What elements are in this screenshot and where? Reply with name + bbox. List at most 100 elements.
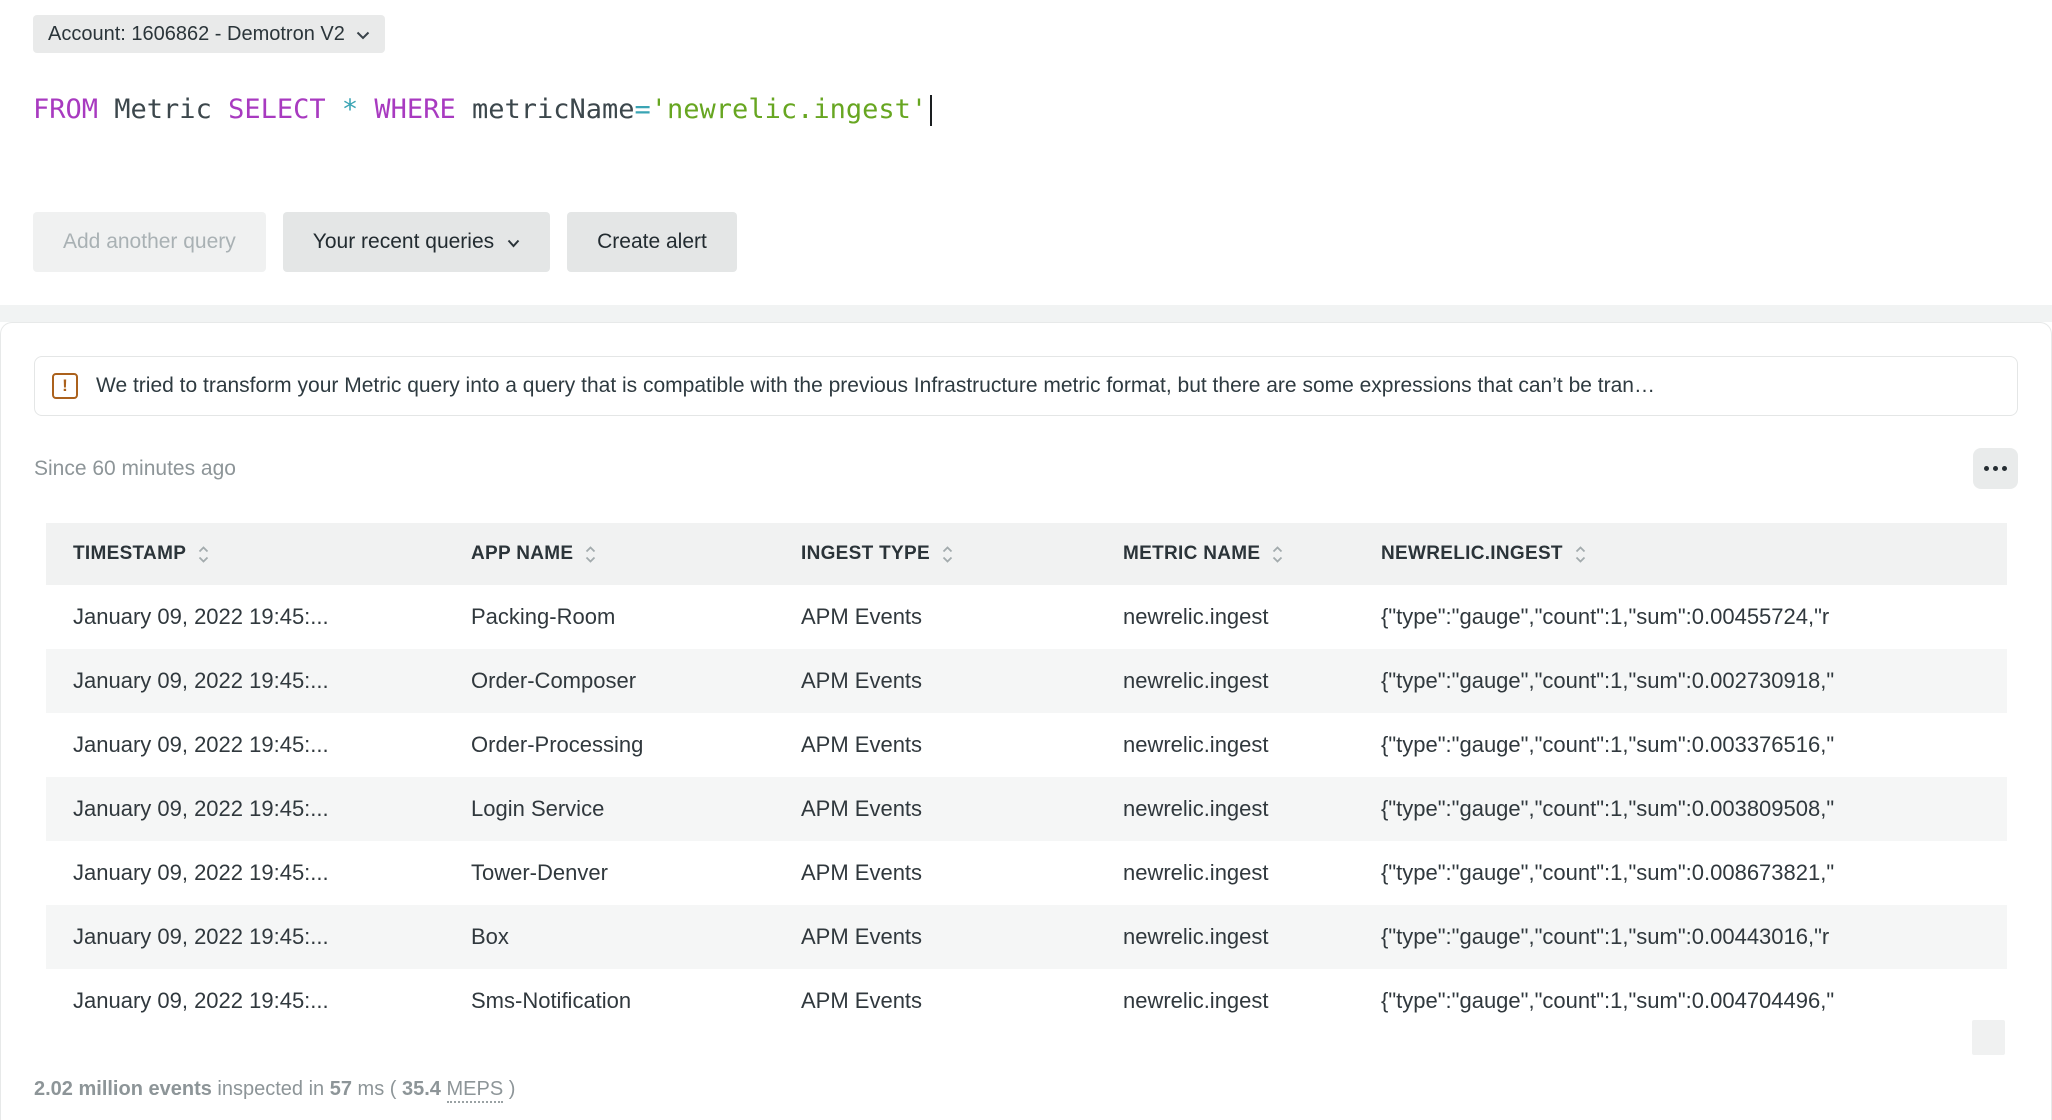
results-meta-row: Since 60 minutes ago: [34, 448, 2018, 489]
table-cell: January 09, 2022 19:45:...: [73, 604, 329, 629]
table-cell: January 09, 2022 19:45:...: [73, 732, 329, 757]
table-row[interactable]: January 09, 2022 19:45:... Box APM Events n…: [46, 905, 2007, 969]
table-cell: Order-Composer: [471, 668, 637, 693]
create-alert-button[interactable]: Create alert: [567, 212, 737, 272]
table-cell: newrelic.ingest: [1123, 988, 1269, 1013]
ellipsis-icon: [2002, 466, 2007, 471]
column-label: APP NAME: [471, 543, 574, 564]
table-cell: APM Events: [801, 796, 923, 821]
table-cell: APM Events: [801, 988, 923, 1013]
section-divider: [0, 305, 2052, 322]
ellipsis-icon: [1993, 466, 1998, 471]
table-cell: {"type":"gauge","count":1,"sum":0.008673…: [1381, 860, 1835, 885]
query-token-keyword: WHERE: [374, 94, 456, 125]
chevron-down-icon: [507, 230, 520, 254]
query-token-plain: [358, 94, 374, 125]
table-cell: newrelic.ingest: [1123, 796, 1269, 821]
table-cell: APM Events: [801, 860, 923, 885]
table-cell: {"type":"gauge","count":1,"sum":0.004430…: [1381, 924, 1830, 949]
more-options-button[interactable]: [1973, 448, 2018, 489]
table-cell: {"type":"gauge","count":1,"sum":0.004557…: [1381, 604, 1830, 629]
query-token-plain: [326, 94, 342, 125]
query-actions: Add another query Your recent queries Cr…: [33, 212, 2019, 272]
inspected-text: inspected in: [217, 1078, 325, 1100]
column-header-timestamp[interactable]: TIMESTAMP: [46, 543, 444, 565]
table-cell: January 09, 2022 19:45:...: [73, 924, 329, 949]
column-label: NEWRELIC.INGEST: [1381, 543, 1563, 564]
query-builder-section: Account: 1606862 - Demotron V2 FROM Metr…: [0, 0, 2052, 305]
text-cursor: [930, 94, 933, 126]
table-cell: APM Events: [801, 732, 923, 757]
warning-banner: ! We tried to transform your Metric quer…: [34, 356, 2018, 416]
column-header-metric-name[interactable]: METRIC NAME: [1096, 543, 1354, 565]
table-cell: newrelic.ingest: [1123, 732, 1269, 757]
query-stats-footer: 2.02 million events inspected in 57 ms (…: [34, 1077, 2018, 1103]
query-token-operator: =: [634, 94, 651, 125]
table-cell: newrelic.ingest: [1123, 604, 1269, 629]
column-header-app-name[interactable]: APP NAME: [444, 543, 774, 565]
warning-icon: !: [52, 373, 78, 399]
query-token-string: 'newrelic.ingest': [650, 94, 928, 125]
close-paren: ): [508, 1078, 516, 1100]
table-cell: newrelic.ingest: [1123, 924, 1269, 949]
query-token-operator: *: [341, 94, 359, 125]
table-cell: Order-Processing: [471, 732, 644, 757]
table-cell: Packing-Room: [471, 604, 616, 629]
recent-queries-button[interactable]: Your recent queries: [282, 212, 551, 272]
query-editor-tokens: FROM Metric SELECT * WHERE metricName='n…: [33, 94, 927, 126]
add-another-query-button[interactable]: Add another query: [33, 212, 266, 272]
query-results-panel: ! We tried to transform your Metric quer…: [0, 322, 2052, 1120]
table-row[interactable]: January 09, 2022 19:45:... Packing-Room AP…: [46, 585, 2007, 649]
time-range-label: Since 60 minutes ago: [34, 456, 236, 480]
query-token-keyword: SELECT: [228, 94, 326, 125]
table-header-row: TIMESTAMP APP NAME INGEST TYPE METRIC NA…: [46, 523, 2007, 585]
table-row[interactable]: January 09, 2022 19:45:... Order-Processi…: [46, 713, 2007, 777]
table-cell: newrelic.ingest: [1123, 860, 1269, 885]
table-cell: Tower-Denver: [471, 860, 608, 885]
table-cell: January 09, 2022 19:45:...: [73, 796, 329, 821]
meps-value: 35.4: [402, 1078, 441, 1100]
table-cell: APM Events: [801, 924, 923, 949]
nrql-query-editor[interactable]: FROM Metric SELECT * WHERE metricName='n…: [33, 94, 2019, 126]
table-cell: Box: [471, 924, 509, 949]
events-count: 2.02 million events: [34, 1078, 212, 1100]
table-cell: January 09, 2022 19:45:...: [73, 988, 329, 1013]
scrollbar-corner: [1972, 1020, 2005, 1055]
warning-message: We tried to transform your Metric query …: [96, 374, 1655, 397]
account-picker[interactable]: Account: 1606862 - Demotron V2: [33, 15, 385, 53]
ms-label: ms (: [357, 1078, 397, 1100]
table-cell: Login Service: [471, 796, 605, 821]
table-cell: {"type":"gauge","count":1,"sum":0.004704…: [1381, 988, 1835, 1013]
table-cell: newrelic.ingest: [1123, 668, 1269, 693]
table-row[interactable]: January 09, 2022 19:45:... Sms-Notificati…: [46, 969, 2007, 1033]
ellipsis-icon: [1984, 466, 1989, 471]
table-row[interactable]: January 09, 2022 19:45:... Login Service A…: [46, 777, 2007, 841]
column-label: INGEST TYPE: [801, 543, 930, 564]
column-header-ingest-type[interactable]: INGEST TYPE: [774, 543, 1096, 565]
sort-icon[interactable]: [197, 544, 210, 565]
table-cell: January 09, 2022 19:45:...: [73, 860, 329, 885]
table-row[interactable]: January 09, 2022 19:45:... Order-Composer…: [46, 649, 2007, 713]
sort-icon[interactable]: [584, 544, 597, 565]
chevron-down-icon: [356, 23, 370, 46]
sort-icon[interactable]: [941, 544, 954, 565]
table-cell: {"type":"gauge","count":1,"sum":0.003809…: [1381, 796, 1835, 821]
sort-icon[interactable]: [1271, 544, 1284, 565]
column-label: METRIC NAME: [1123, 543, 1261, 564]
column-label: TIMESTAMP: [73, 543, 187, 564]
duration-value: 57: [329, 1078, 352, 1100]
table-cell: {"type":"gauge","count":1,"sum":0.003376…: [1381, 732, 1835, 757]
column-header-newrelic-ingest[interactable]: NEWRELIC.INGEST: [1354, 543, 2007, 565]
table-cell: January 09, 2022 19:45:...: [73, 668, 329, 693]
query-token-identifier: Metric: [98, 94, 229, 125]
recent-queries-label: Your recent queries: [312, 230, 495, 253]
query-token-keyword: FROM: [33, 94, 99, 125]
table-row[interactable]: January 09, 2022 19:45:... Tower-Denver AP…: [46, 841, 2007, 905]
account-picker-label: Account: 1606862 - Demotron V2: [48, 22, 345, 45]
query-token-identifier: metricName: [455, 94, 635, 125]
meps-term[interactable]: MEPS: [446, 1078, 504, 1103]
sort-icon[interactable]: [1574, 544, 1587, 565]
table-cell: Sms-Notification: [471, 988, 632, 1013]
table-cell: APM Events: [801, 604, 923, 629]
